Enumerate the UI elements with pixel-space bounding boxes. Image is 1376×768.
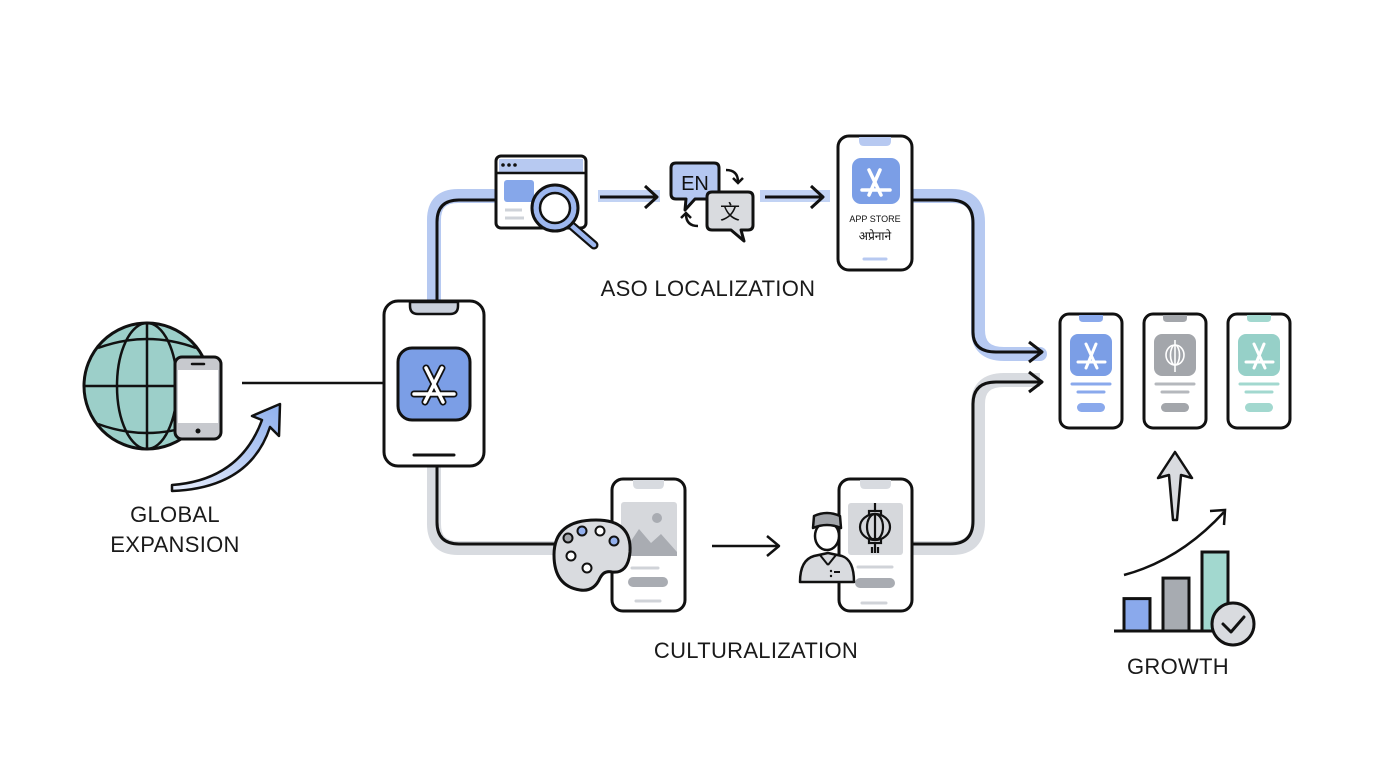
source-language-text: EN (681, 173, 709, 195)
arrow-head-cultural-merge (1028, 370, 1044, 394)
global-expansion-line1: GLOBAL (130, 502, 220, 527)
global-expansion-line2: EXPANSION (110, 532, 240, 557)
localized-store-phone: APP STORE अप्रेनाने (836, 134, 914, 272)
growth-bar-2 (1161, 576, 1191, 633)
localized-store-label: अप्रेनाने (859, 229, 892, 243)
check-badge-icon (1210, 601, 1256, 647)
trend-curve (1123, 511, 1225, 577)
result-variant-teal (1226, 312, 1292, 430)
person-icon (798, 511, 856, 584)
arrow-to-aso-translate (600, 184, 659, 210)
growth-bar-1 (1122, 597, 1152, 633)
aso-localization-label: ASO LOCALIZATION (600, 276, 816, 301)
culturalization-path (427, 373, 1040, 555)
translate-icon: EN 文 (669, 161, 755, 243)
culturalized-lantern-phone (837, 477, 914, 613)
app-store-icon (396, 346, 472, 422)
target-language-text: 文 (720, 200, 740, 224)
result-variant-gray (1142, 312, 1208, 430)
arrow-head-aso-merge (1028, 340, 1044, 364)
app-store-label: APP STORE (849, 214, 900, 224)
central-app-phone (382, 299, 486, 468)
up-arrow-icon (1156, 450, 1194, 522)
web-search-icon (494, 154, 599, 250)
growth-bar-chart (1122, 550, 1230, 633)
palette-icon (552, 518, 632, 592)
arrow-to-app-store (765, 184, 825, 210)
smartphone-icon (173, 355, 223, 441)
lantern-icon (858, 503, 892, 553)
arrow-to-cultural-phone (712, 535, 781, 557)
global-expansion-label: GLOBAL EXPANSION (90, 500, 260, 560)
growth-label: GROWTH (1126, 654, 1229, 679)
curved-arrow-up-icon (170, 402, 282, 493)
culturalization-label: CULTURALIZATION (653, 638, 859, 663)
trend-arrow-head (1209, 508, 1227, 526)
culturalized-image-phone (610, 477, 687, 613)
result-variant-blue (1058, 312, 1124, 430)
